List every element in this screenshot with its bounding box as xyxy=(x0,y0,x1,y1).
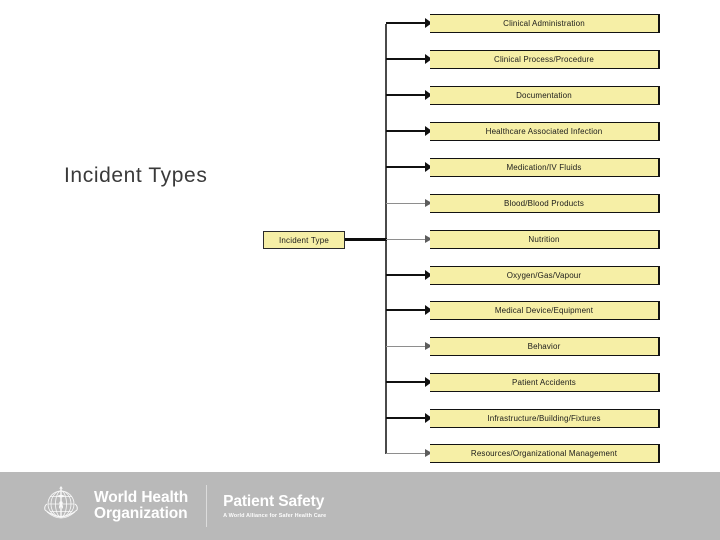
leaf-node-label: Documentation xyxy=(516,90,572,100)
leaf-node-documentation[interactable]: Documentation xyxy=(430,86,660,105)
leaf-node-label: Clinical Process/Procedure xyxy=(494,54,594,64)
leaf-node-resources-organizational-management[interactable]: Resources/Organizational Management xyxy=(430,444,660,463)
leaf-row: Healthcare Associated Infection xyxy=(386,122,660,141)
leaf-row: Behavior xyxy=(386,337,660,356)
slide-footer: World Health Organization Patient Safety… xyxy=(0,472,720,540)
arrow-head-icon xyxy=(425,413,432,423)
root-connector-line xyxy=(345,238,387,241)
who-wordmark-line1: World Health xyxy=(94,488,189,506)
leaf-node-medical-device-equipment[interactable]: Medical Device/Equipment xyxy=(430,301,660,320)
leaf-node-label: Medication/IV Fluids xyxy=(506,162,582,172)
leaf-node-label: Healthcare Associated Infection xyxy=(485,126,603,136)
who-wordmark-line2: Organization xyxy=(94,505,188,522)
connector-shaft xyxy=(386,274,428,276)
arrow-head-icon xyxy=(425,199,432,207)
connector-shaft xyxy=(386,130,428,132)
root-node-label: Incident Type xyxy=(278,235,330,245)
leaf-node-label: Nutrition xyxy=(528,234,560,244)
leaf-row: Oxygen/Gas/Vapour xyxy=(386,266,660,285)
leaf-node-infrastructure-building-fixtures[interactable]: Infrastructure/Building/Fixtures xyxy=(430,409,660,428)
leaf-row: Patient Accidents xyxy=(386,373,660,392)
leaf-node-blood-blood-products[interactable]: Blood/Blood Products xyxy=(430,194,660,213)
page-title: Incident Types xyxy=(64,164,208,187)
leaf-node-patient-accidents[interactable]: Patient Accidents xyxy=(430,373,660,392)
leaf-row: Infrastructure/Building/Fixtures xyxy=(386,409,660,428)
patient-safety-tagline: A World Alliance for Safer Health Care xyxy=(223,513,327,519)
arrow-head-icon xyxy=(425,90,432,100)
leaf-row: Medical Device/Equipment xyxy=(386,301,660,320)
arrow-head-icon xyxy=(425,449,432,457)
footer-branding: World Health Organization Patient Safety… xyxy=(36,480,326,532)
connector-shaft xyxy=(386,309,428,311)
footer-divider xyxy=(206,485,208,527)
connector-shaft xyxy=(386,381,428,383)
leaf-row: Documentation xyxy=(386,86,660,105)
connector-shaft xyxy=(386,94,428,96)
arrow-head-icon xyxy=(425,54,432,64)
root-node-incident-type[interactable]: Incident Type xyxy=(263,231,345,249)
connector-shaft xyxy=(386,166,428,168)
leaf-row: Medication/IV Fluids xyxy=(386,158,660,177)
arrow-head-icon xyxy=(425,235,432,243)
leaf-node-behavior[interactable]: Behavior xyxy=(430,337,660,356)
leaf-row: Nutrition xyxy=(386,230,660,249)
leaf-node-clinical-administration[interactable]: Clinical Administration xyxy=(430,14,660,33)
connector-shaft xyxy=(386,22,428,24)
arrow-head-icon xyxy=(425,342,432,350)
who-emblem-icon xyxy=(44,486,78,519)
connector-shaft xyxy=(386,239,428,240)
arrow-head-icon xyxy=(425,305,432,315)
leaf-row: Clinical Administration xyxy=(386,14,660,33)
leaf-node-label: Resources/Organizational Management xyxy=(470,448,618,458)
leaf-node-label: Medical Device/Equipment xyxy=(494,305,594,315)
incident-type-tree-diagram: Incident Type Clinical Administration Cl… xyxy=(263,14,660,463)
who-wordmark: World Health Organization xyxy=(94,488,189,522)
leaf-node-clinical-process-procedure[interactable]: Clinical Process/Procedure xyxy=(430,50,660,69)
leaf-node-label: Oxygen/Gas/Vapour xyxy=(506,270,582,280)
leaf-node-healthcare-associated-infection[interactable]: Healthcare Associated Infection xyxy=(430,122,660,141)
arrow-head-icon xyxy=(425,18,432,28)
leaf-node-label: Behavior xyxy=(527,341,561,351)
leaf-row: Blood/Blood Products xyxy=(386,194,660,213)
connector-shaft xyxy=(386,417,428,419)
leaf-node-oxygen-gas-vapour[interactable]: Oxygen/Gas/Vapour xyxy=(430,266,660,285)
leaf-node-medication-iv-fluids[interactable]: Medication/IV Fluids xyxy=(430,158,660,177)
leaf-node-label: Infrastructure/Building/Fixtures xyxy=(487,413,601,423)
connector-shaft xyxy=(386,203,428,204)
leaf-row: Clinical Process/Procedure xyxy=(386,50,660,69)
connector-shaft xyxy=(386,58,428,60)
connector-shaft xyxy=(386,346,428,347)
arrow-head-icon xyxy=(425,270,432,280)
leaf-node-nutrition[interactable]: Nutrition xyxy=(430,230,660,249)
arrow-head-icon xyxy=(425,162,432,172)
arrow-head-icon xyxy=(425,377,432,387)
leaf-node-label: Patient Accidents xyxy=(512,377,576,387)
leaf-node-label: Blood/Blood Products xyxy=(504,198,584,208)
patient-safety-branding: Patient Safety A World Alliance for Safe… xyxy=(223,493,326,519)
patient-safety-title: Patient Safety xyxy=(223,492,325,510)
connector-shaft xyxy=(386,453,428,454)
leaf-row: Resources/Organizational Management xyxy=(386,444,660,463)
leaf-node-label: Clinical Administration xyxy=(503,18,585,28)
arrow-head-icon xyxy=(425,126,432,136)
